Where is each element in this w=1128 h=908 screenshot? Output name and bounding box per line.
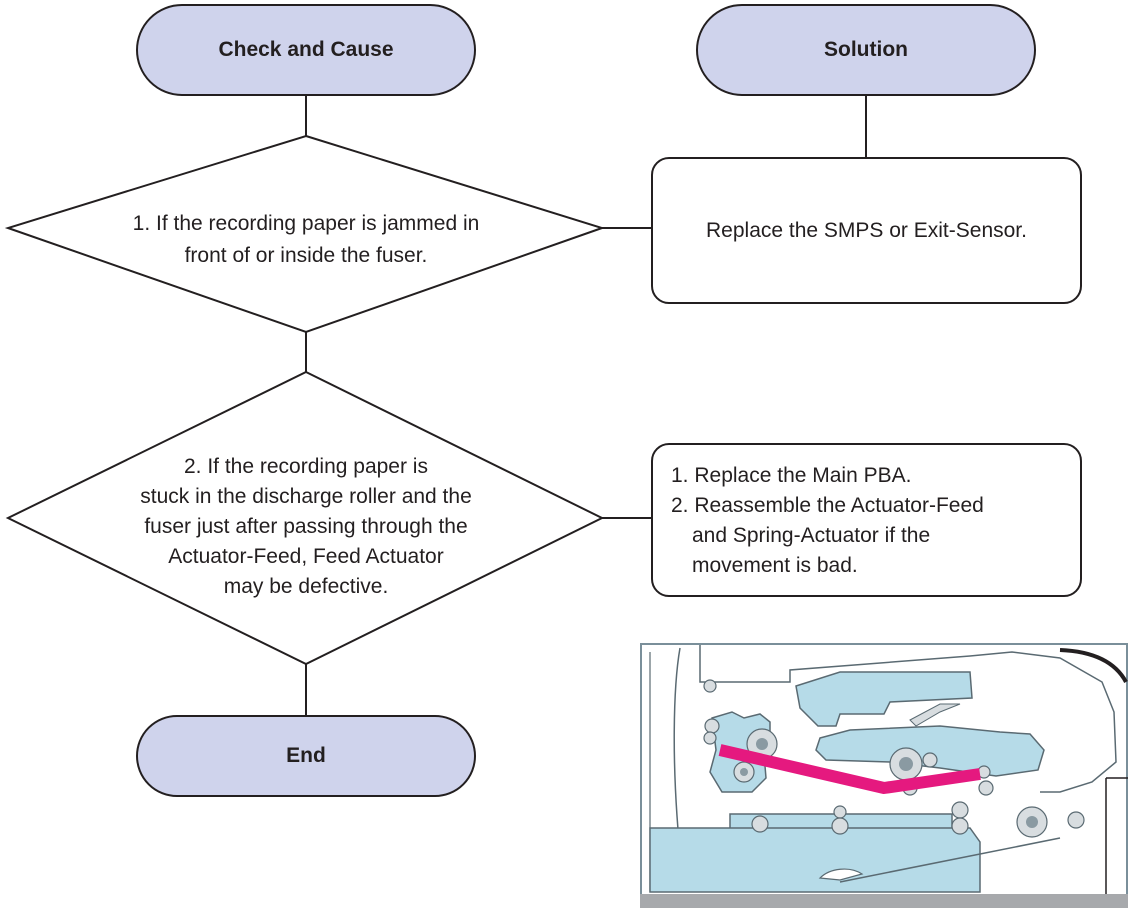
roller bbox=[1067, 811, 1085, 829]
roller bbox=[922, 752, 938, 768]
printer-cover bbox=[1059, 648, 1128, 684]
actuator-lever bbox=[909, 703, 961, 727]
roller bbox=[978, 780, 994, 796]
solution-box-1: Replace the SMPS or Exit-Sensor. bbox=[651, 157, 1082, 304]
printer-diagram bbox=[640, 642, 1128, 908]
paper-jam-path bbox=[718, 744, 981, 794]
pickup-cam bbox=[818, 868, 864, 881]
decision-1-text: 1. If the recording paper is jammed in f… bbox=[60, 208, 552, 272]
decision-2-line: 2. If the recording paper is bbox=[184, 455, 428, 478]
roller bbox=[951, 817, 969, 835]
toner-cartridge bbox=[795, 671, 973, 727]
solution-box-2: 1. Replace the Main PBA. 2. Reassemble t… bbox=[651, 443, 1082, 597]
roller bbox=[831, 817, 849, 835]
paper-tray bbox=[649, 827, 981, 893]
solution-2-line: 2. Reassemble the Actuator-Feed bbox=[671, 494, 984, 517]
printer-cross-section-figure bbox=[640, 642, 1128, 908]
decision-1-line: 1. If the recording paper is jammed in bbox=[132, 212, 480, 235]
decision-diamond-2 bbox=[5, 370, 605, 666]
decision-2-line: may be defective. bbox=[223, 575, 389, 598]
check-and-cause-label: Check and Cause bbox=[218, 38, 394, 61]
body-outline bbox=[699, 645, 1117, 793]
roller-core bbox=[756, 738, 768, 750]
solution-2-line: movement is bad. bbox=[692, 554, 858, 577]
decision-2-text: 2. If the recording paper is stuck in th… bbox=[100, 452, 512, 602]
tray-guide bbox=[839, 837, 1061, 883]
decision-diamond-1 bbox=[4, 134, 606, 334]
base-plate bbox=[640, 894, 1128, 908]
check-and-cause-header: Check and Cause bbox=[136, 4, 476, 96]
solution-header: Solution bbox=[696, 4, 1036, 96]
end-terminal: End bbox=[136, 715, 476, 797]
end-label: End bbox=[286, 744, 326, 767]
roller-core bbox=[740, 768, 748, 776]
roller-core bbox=[1026, 816, 1038, 828]
decision-2-line: stuck in the discharge roller and the bbox=[140, 485, 472, 508]
roller bbox=[704, 718, 720, 734]
drum-unit bbox=[815, 725, 1045, 777]
decision-2-line: fuser just after passing through the bbox=[144, 515, 468, 538]
roller bbox=[703, 731, 717, 745]
roller bbox=[703, 679, 717, 693]
solution-2-line: 1. Replace the Main PBA. bbox=[671, 464, 912, 487]
roller bbox=[751, 815, 769, 833]
solution-label: Solution bbox=[824, 38, 908, 61]
roller-core bbox=[899, 757, 913, 771]
solution-1-text: Replace the SMPS or Exit-Sensor. bbox=[706, 218, 1027, 242]
roller bbox=[833, 805, 847, 819]
solution-2-line: and Spring-Actuator if the bbox=[692, 524, 931, 547]
roller bbox=[951, 801, 969, 819]
decision-1-line: front of or inside the fuser. bbox=[184, 244, 428, 267]
decision-2-line: Actuator-Feed, Feed Actuator bbox=[168, 545, 444, 568]
